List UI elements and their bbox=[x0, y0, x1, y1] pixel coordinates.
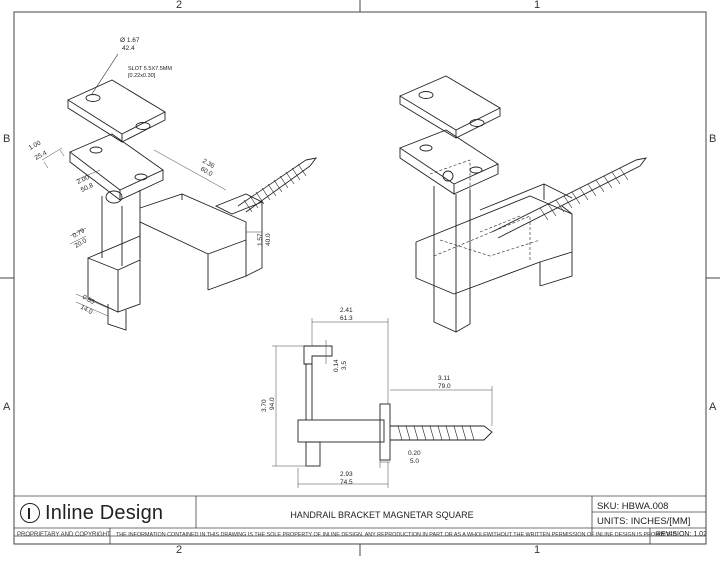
revision-field: REVISION: 1.02 bbox=[656, 531, 707, 538]
zone-label-top-1: 1 bbox=[534, 0, 541, 11]
company-name: Inline Design bbox=[45, 501, 164, 524]
lag-screw bbox=[237, 159, 307, 207]
side-saddle bbox=[303, 345, 333, 365]
side-post bbox=[305, 364, 313, 420]
note-slot: SLOT 5.5X7.5MM bbox=[128, 66, 172, 72]
dim-overall-height-mm: 94.0 bbox=[269, 397, 276, 410]
zone-label-bottom-2: 2 bbox=[176, 544, 183, 556]
zone-label-right-b: B bbox=[709, 133, 717, 145]
wall-arm bbox=[139, 193, 247, 291]
proprietary-label: PROPRIETARY AND COPYRIGHT bbox=[17, 532, 111, 538]
dim-thickness-mm: 3.5 bbox=[341, 361, 348, 370]
dim-plate-mm: 50.8 bbox=[80, 182, 95, 194]
dim-top-mm: 61.3 bbox=[340, 315, 353, 322]
zone-label-top-2: 2 bbox=[176, 0, 183, 11]
dim-screw: 3.11 bbox=[438, 375, 451, 382]
logo-icon bbox=[20, 503, 40, 523]
saddle-plate-2 bbox=[399, 75, 501, 131]
dim-height: 1.57 bbox=[257, 233, 264, 246]
exploded-isometric-view bbox=[41, 53, 318, 331]
note-slot-in: [0.22x0.30] bbox=[128, 73, 156, 79]
dim-height-mm: 40.0 bbox=[265, 233, 272, 246]
dim-bottom-mm: 74.5 bbox=[340, 479, 353, 486]
side-flange bbox=[379, 403, 391, 461]
sku-field: SKU: HBWA.008 bbox=[597, 501, 669, 512]
vertical-post bbox=[101, 190, 141, 266]
dim-width: 1.00 bbox=[28, 139, 43, 151]
zone-label-left-a: A bbox=[3, 401, 11, 413]
dim-flange-mm: 5.0 bbox=[410, 458, 419, 465]
dim-bottom: 2.93 bbox=[340, 471, 353, 478]
dim-plate: 2.00 bbox=[76, 174, 91, 186]
side-screw bbox=[390, 425, 493, 441]
zone-label-right-a: A bbox=[709, 401, 717, 413]
units-field: UNITS: INCHES/[MM] bbox=[597, 516, 691, 527]
dim-flange: 0.20 bbox=[408, 450, 421, 457]
dim-overall-height: 3.70 bbox=[261, 399, 268, 412]
dim-top: 2.41 bbox=[340, 307, 353, 314]
dim-thickness: 0.14 bbox=[333, 359, 340, 372]
dim-hole-diameter: Ø 1.67 bbox=[120, 37, 140, 44]
hidden-line-isometric-view bbox=[399, 75, 648, 333]
title-block-grid bbox=[14, 495, 706, 544]
saddle-hole bbox=[85, 94, 101, 102]
zone-label-left-b: B bbox=[3, 133, 11, 145]
dim-width-mm: 25.4 bbox=[34, 149, 49, 161]
dim-hole-diameter-mm: 42.4 bbox=[122, 45, 135, 52]
drawing-title: HANDRAIL BRACKET MAGNETAR SQUARE bbox=[290, 510, 474, 520]
copyright-notice: THE INFORMATION CONTAINED IN THIS DRAWIN… bbox=[116, 532, 677, 538]
zone-label-bottom-1: 1 bbox=[534, 544, 541, 556]
company-logo: Inline Design bbox=[20, 500, 180, 526]
side-arm bbox=[297, 419, 385, 443]
side-orthographic-view bbox=[272, 318, 493, 488]
dim-screw-mm: 79.0 bbox=[438, 383, 451, 390]
saddle-plate bbox=[67, 79, 166, 135]
